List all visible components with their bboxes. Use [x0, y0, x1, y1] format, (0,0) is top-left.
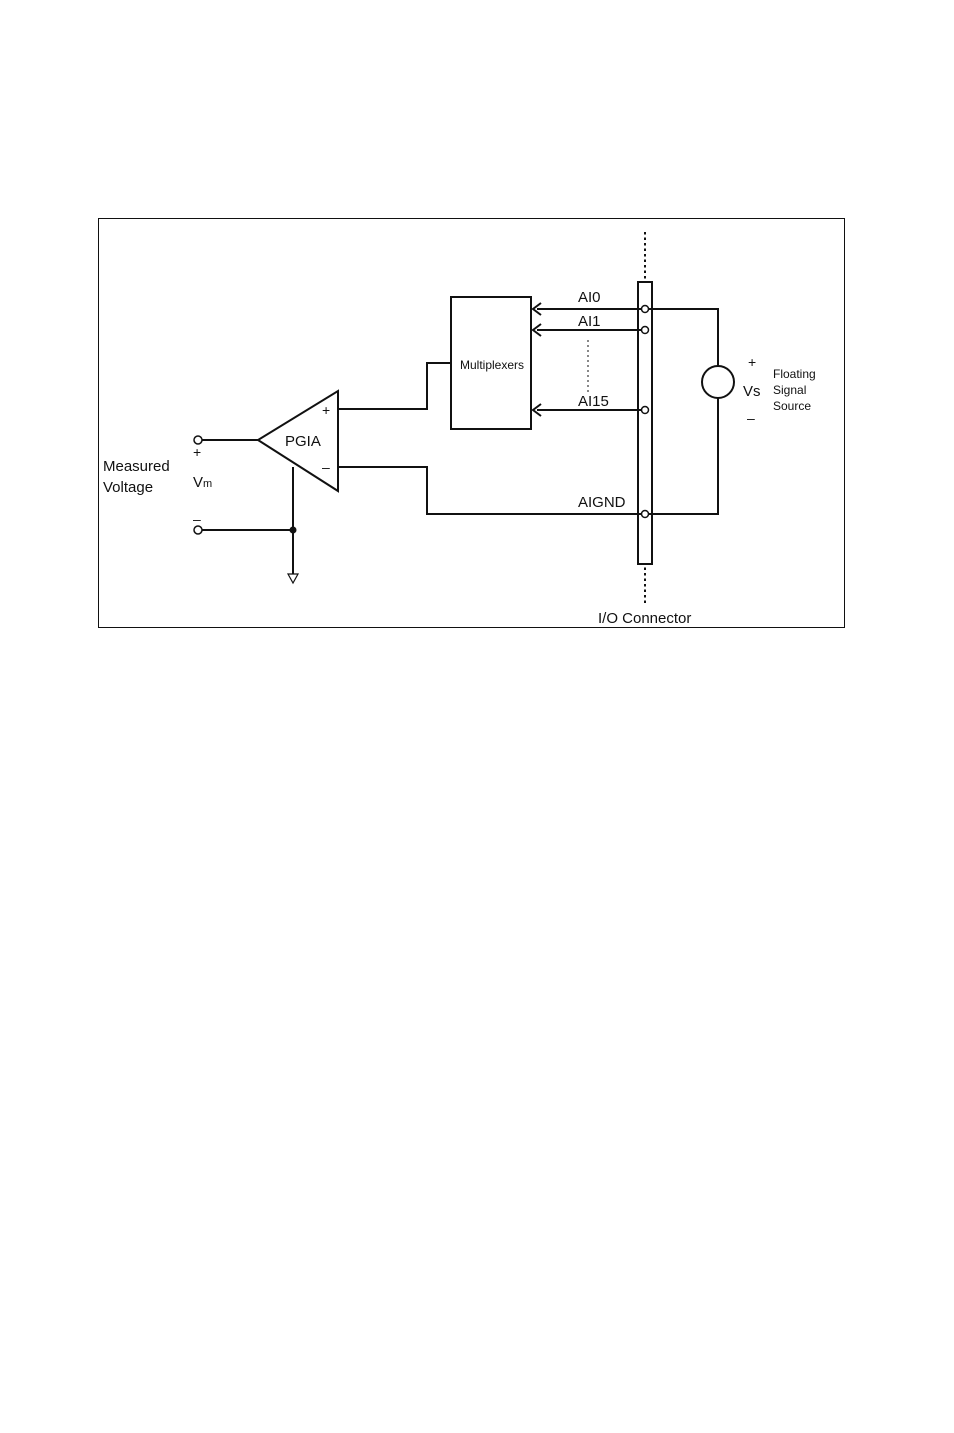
- measured-label-line1: Measured: [103, 458, 170, 475]
- pgia-label: PGIA: [285, 433, 321, 450]
- source-circle: [702, 366, 734, 398]
- measured-voltage-v: V: [193, 474, 203, 491]
- measured-plus-sign: +: [193, 444, 201, 460]
- source-label-line1: Floating: [773, 367, 816, 381]
- measured-label-line2: Voltage: [103, 479, 153, 496]
- mux-to-pgia-wire: [338, 363, 451, 409]
- source-bottom-wire: [648, 398, 718, 514]
- aignd-label: AIGND: [578, 494, 626, 511]
- channel-label-ai1: AI1: [578, 313, 601, 330]
- ground-junction-dot: [290, 527, 297, 534]
- ground-symbol-icon: [288, 574, 298, 583]
- measured-minus-terminal: [194, 526, 202, 534]
- channel-label-ai0: AI0: [578, 289, 601, 306]
- multiplexer-label: Multiplexers: [460, 358, 524, 372]
- measured-minus-sign: –: [193, 511, 201, 527]
- source-minus: –: [747, 410, 755, 426]
- measured-voltage-subscript: m: [203, 478, 212, 490]
- source-top-wire: [648, 309, 718, 367]
- source-label-line2: Signal: [773, 383, 806, 397]
- measured-plus-terminal: [194, 436, 202, 444]
- pgia-plus-sign: +: [322, 402, 330, 418]
- pgia-minus-sign: –: [322, 459, 330, 475]
- source-symbol: Vs: [743, 383, 761, 400]
- channel-label-ai15: AI15: [578, 393, 609, 410]
- connector-strip: [638, 282, 652, 564]
- connector-label: I/O Connector: [598, 610, 691, 627]
- source-plus: +: [748, 354, 756, 370]
- source-label-line3: Source: [773, 399, 811, 413]
- measured-voltage-symbol: Vm: [193, 474, 212, 491]
